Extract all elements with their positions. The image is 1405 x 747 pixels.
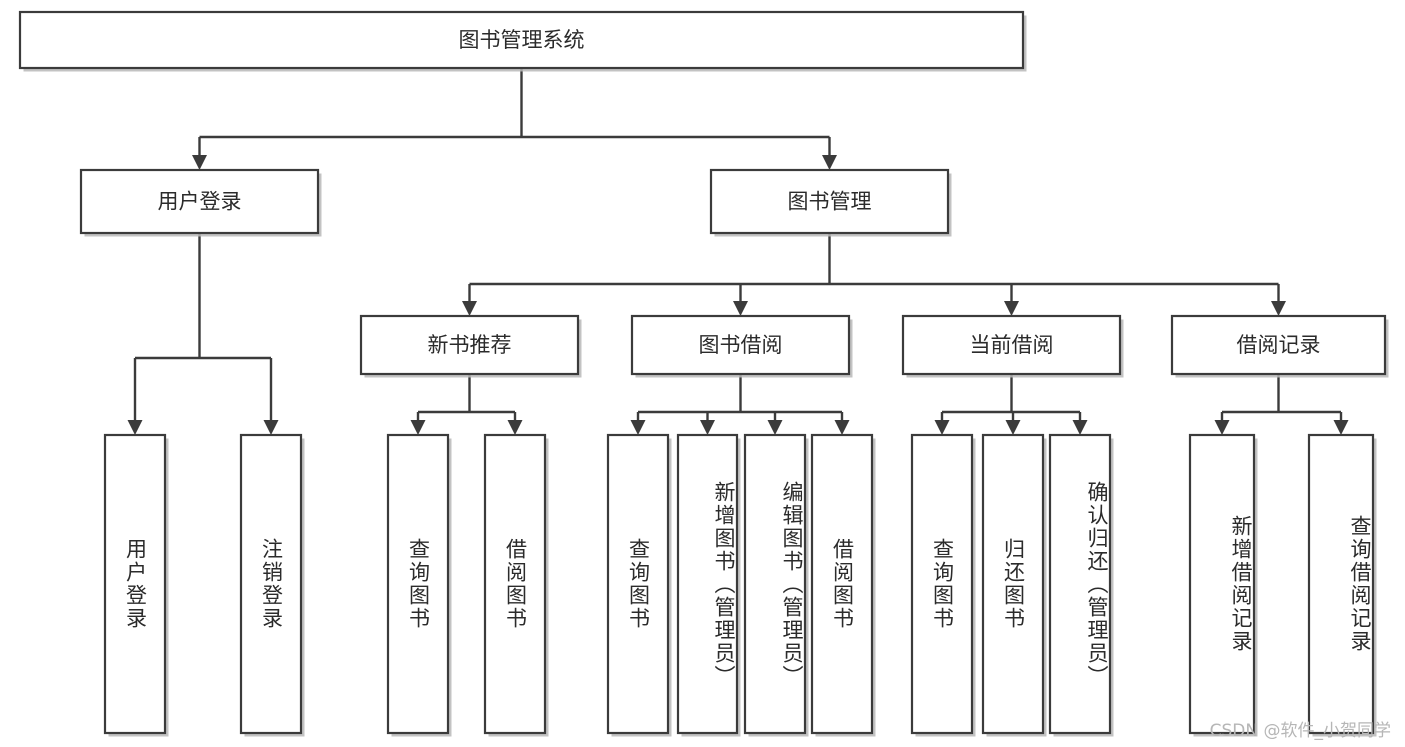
node-label-book-borrow: 图书借阅 [699, 333, 783, 357]
csdn-watermark: CSDN @软件_小贺同学 [1209, 721, 1391, 741]
node-leaf-query-book-1[interactable] [386, 433, 452, 737]
node-leaf-return-book[interactable] [981, 433, 1047, 737]
node-leaf-query-book-2[interactable] [606, 433, 672, 737]
arrow-head-icon [263, 420, 279, 435]
connector-group-user-login [127, 233, 279, 435]
node-leaf-edit-book[interactable] [743, 433, 809, 737]
node-leaf-confirm-return[interactable] [1048, 433, 1114, 737]
node-leaf-borrow-book-2[interactable] [810, 433, 876, 737]
node-root[interactable]: 图书管理系统 [18, 10, 1027, 72]
connector-group-book-manage [462, 233, 1286, 316]
arrow-head-icon [462, 301, 477, 316]
node-leaf-add-record[interactable] [1188, 433, 1258, 737]
arrow-head-icon [1214, 420, 1230, 435]
node-leaf-add-book[interactable] [676, 433, 741, 737]
arrow-head-icon [127, 420, 143, 435]
node-label-root: 图书管理系统 [459, 28, 585, 52]
arrow-head-icon [767, 420, 783, 435]
arrow-head-icon [1072, 420, 1088, 435]
node-label-new-book-rec: 新书推荐 [428, 333, 512, 357]
node-new-book-rec[interactable]: 新书推荐 [359, 314, 582, 378]
connector-group-root [192, 68, 837, 170]
node-leaf-user-logout[interactable] [239, 433, 305, 737]
node-leaf-borrow-book-1[interactable] [483, 433, 549, 737]
node-leaf-query-book-3[interactable] [910, 433, 976, 737]
node-label-current-borrow: 当前借阅 [970, 333, 1054, 357]
arrow-head-icon [1004, 301, 1019, 316]
connector-group-borrow-record [1214, 374, 1349, 435]
arrow-head-icon [1005, 420, 1021, 435]
node-leaf-user-login[interactable] [103, 433, 169, 737]
node-leaf-query-record[interactable] [1307, 433, 1377, 737]
arrow-head-icon [700, 420, 715, 435]
node-book-borrow[interactable]: 图书借阅 [630, 314, 853, 378]
connector-group-book-borrow [630, 374, 850, 435]
arrow-head-icon [630, 420, 646, 435]
arrow-head-icon [822, 155, 837, 170]
connector-group-current-borrow [934, 374, 1088, 435]
arrow-head-icon [410, 420, 426, 435]
node-book-manage[interactable]: 图书管理 [709, 168, 952, 237]
arrow-head-icon [1271, 301, 1286, 316]
arrow-head-icon [934, 420, 950, 435]
node-label-user-login: 用户登录 [158, 190, 242, 214]
node-borrow-record[interactable]: 借阅记录 [1170, 314, 1389, 378]
node-current-borrow[interactable]: 当前借阅 [901, 314, 1124, 378]
node-label-book-manage: 图书管理 [788, 190, 872, 214]
node-label-borrow-record: 借阅记录 [1237, 333, 1321, 357]
node-user-login[interactable]: 用户登录 [79, 168, 322, 237]
arrow-head-icon [507, 420, 523, 435]
arrow-head-icon [192, 155, 207, 170]
arrow-head-icon [733, 301, 748, 316]
connectors-layer [127, 68, 1349, 435]
arrow-head-icon [834, 420, 850, 435]
arrow-head-icon [1333, 420, 1349, 435]
connector-group-new-book-rec [410, 374, 523, 435]
